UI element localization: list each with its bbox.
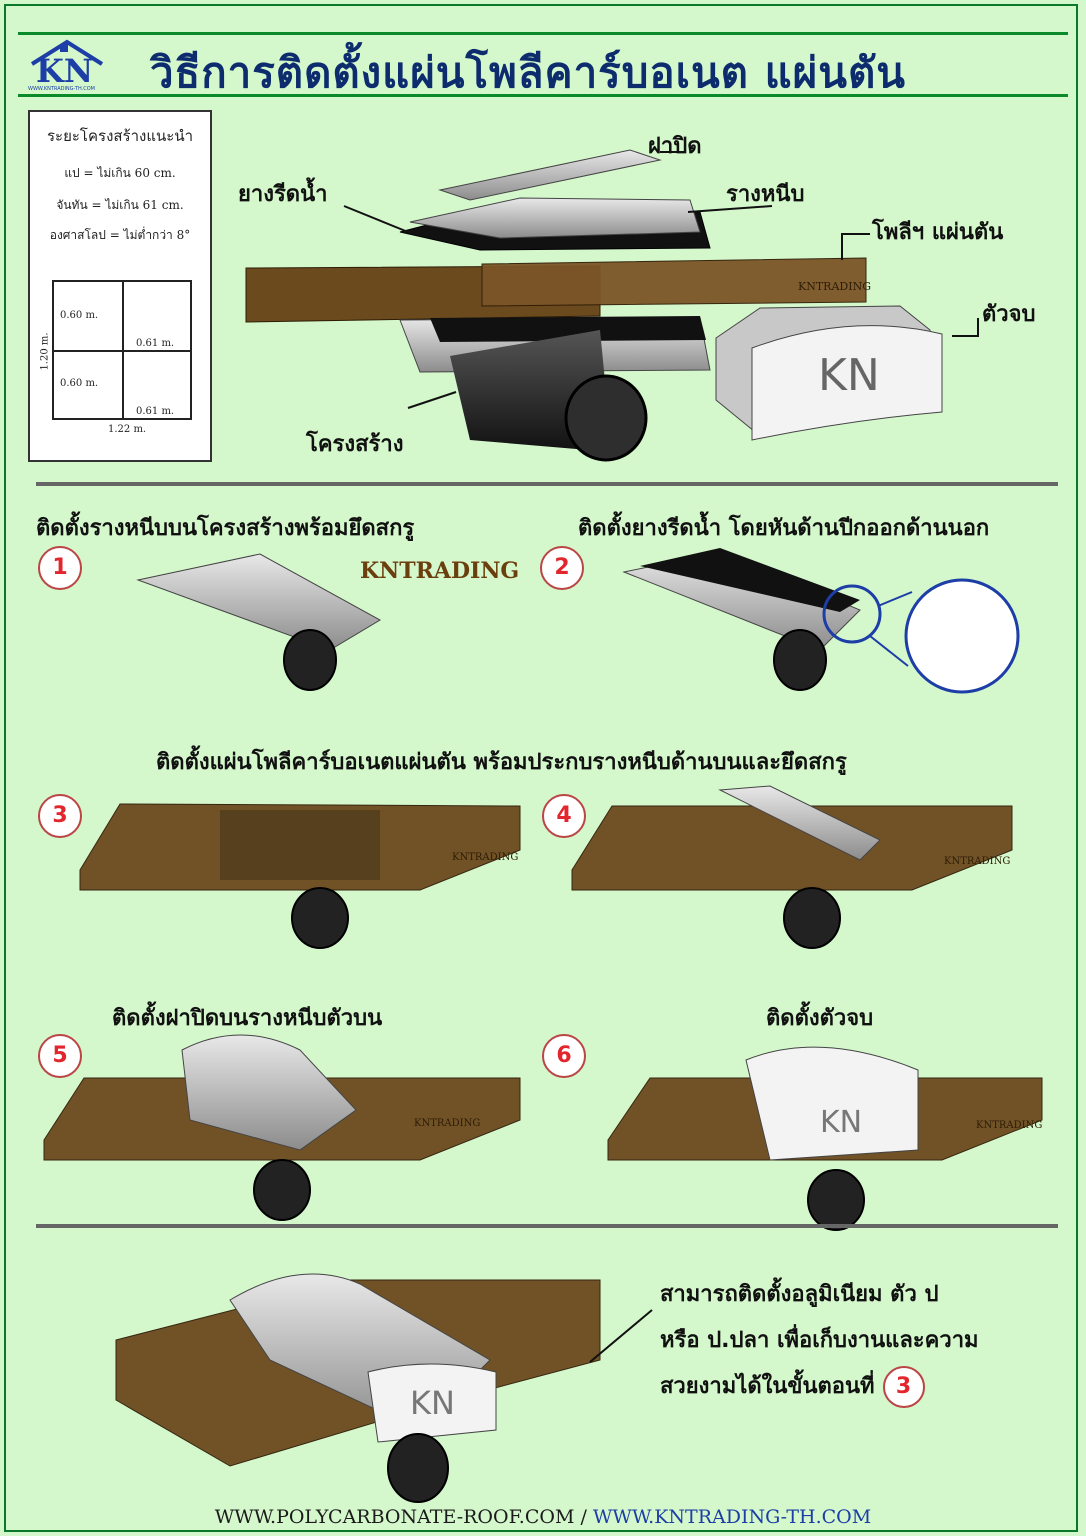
svg-text:KNTRADING: KNTRADING <box>976 1120 1042 1131</box>
svg-text:KN: KN <box>410 1384 455 1422</box>
header-rule-top <box>18 32 1068 35</box>
end-cap-logo: KN <box>820 1105 862 1140</box>
dim-label: 0.61 m. <box>136 406 175 417</box>
step-number: 2 <box>540 546 584 590</box>
footer: WWW.POLYCARBONATE-ROOF.COM / WWW.KNTRADI… <box>0 1506 1086 1528</box>
step6-art: KN KNTRADING <box>607 1046 1043 1231</box>
step-title: ติดตั้งยางรีดน้ำ โดยหันด้านปีกออกด้านนอก <box>578 516 990 541</box>
svg-text:KNTRADING: KNTRADING <box>452 852 518 863</box>
note-line: สามารถติดตั้งอลูมิเนียม ตัว ป <box>660 1282 939 1307</box>
note-line-text: สวยงามได้ในขั้นตอนที่ <box>660 1374 875 1399</box>
step-number: 4 <box>542 794 586 838</box>
step-title: ติดตั้งรางหนีบบนโครงสร้างพร้อมยึดสกรู <box>36 516 415 541</box>
dim-label: 0.60 m. <box>60 310 99 321</box>
step-ref-number: 3 <box>882 1366 925 1408</box>
brand-mark: KNTRADING <box>360 558 520 584</box>
step-title: ติดตั้งตัวจบ <box>766 1006 874 1031</box>
step-number: 1 <box>38 546 82 590</box>
step-number: 3 <box>38 794 82 838</box>
structure-tube <box>450 330 648 462</box>
label-end-cap: ตัวจบ <box>982 302 1036 327</box>
sheet-brand-label: KNTRADING <box>798 280 871 293</box>
clamp-part <box>399 197 711 251</box>
step5-art: KNTRADING <box>43 1034 521 1221</box>
header-rule-bottom <box>18 94 1068 97</box>
step3-art: KNTRADING <box>79 803 521 949</box>
house-icon <box>30 39 104 66</box>
label-rubber: ยางรีดน้ำ <box>238 182 328 207</box>
dim-label: 0.61 m. <box>136 338 175 349</box>
spec-heading: ระยะโครงสร้างแนะนำ <box>46 127 194 145</box>
dim-label: 0.60 m. <box>60 378 99 389</box>
end-cap-logo: KN <box>818 350 880 401</box>
svg-text:KNTRADING: KNTRADING <box>944 856 1010 867</box>
final-note: สามารถติดตั้งอลูมิเนียม ตัว ป หรือ ป.ปลา… <box>660 1272 979 1410</box>
footer-site-2: WWW.KNTRADING-TH.COM <box>592 1506 872 1528</box>
spec-line: องศาสโลป = ไม่ต่ำกว่า 8° <box>49 228 191 242</box>
step1-art <box>136 553 382 691</box>
label-cap: ฝาปิด <box>648 134 702 159</box>
page-title: วิธีการติดตั้งแผ่นโพลีคาร์บอเนต แผ่นตัน <box>150 48 906 97</box>
step-title: ติดตั้งแผ่นโพลีคาร์บอเนตแผ่นตัน พร้อมประ… <box>156 750 847 775</box>
step-title: ติดตั้งฝาปิดบนรางหนีบตัวบน <box>112 1006 383 1031</box>
step-number: 6 <box>542 1034 586 1078</box>
cap-part <box>438 149 662 201</box>
spec-box: ระยะโครงสร้างแนะนำ แป = ไม่เกิน 60 cm. จ… <box>28 110 212 462</box>
logo-text: KN <box>36 52 94 90</box>
section-divider <box>36 482 1058 486</box>
end-cap-part <box>715 305 943 441</box>
footer-site-1: WWW.POLYCARBONATE-ROOF.COM / <box>214 1506 587 1528</box>
final-assembly-art: KN <box>115 1273 653 1503</box>
logo-subtext: WWW.KNTRADING-TH.COM <box>28 86 95 92</box>
spec-line: แป = ไม่เกิน 60 cm. <box>64 166 176 180</box>
svg-text:KNTRADING: KNTRADING <box>414 1118 480 1129</box>
note-line: หรือ ป.ปลา เพื่อเก็บงานและความ <box>660 1328 979 1353</box>
label-clamp: รางหนีบ <box>726 182 805 207</box>
spacing-grid: 0.60 m. 0.60 m. 0.61 m. 0.61 m. <box>52 280 192 420</box>
dim-label: 1.22 m. <box>108 424 147 435</box>
step2-art <box>622 548 1020 694</box>
note-line: สวยงามได้ในขั้นตอนที่ 3 <box>660 1364 979 1410</box>
step-number: 5 <box>38 1034 82 1078</box>
section-divider <box>36 1224 1058 1228</box>
kn-logo: KN WWW.KNTRADING-TH.COM <box>22 38 112 94</box>
label-structure: โครงสร้าง <box>306 432 404 457</box>
step4-art: KNTRADING <box>571 785 1013 949</box>
spec-line: จันทัน = ไม่เกิน 61 cm. <box>56 198 184 212</box>
label-sheet: โพลีฯ แผ่นตัน <box>872 220 1004 245</box>
sheet-part: KNTRADING <box>245 257 871 323</box>
page-frame <box>4 4 1078 1532</box>
